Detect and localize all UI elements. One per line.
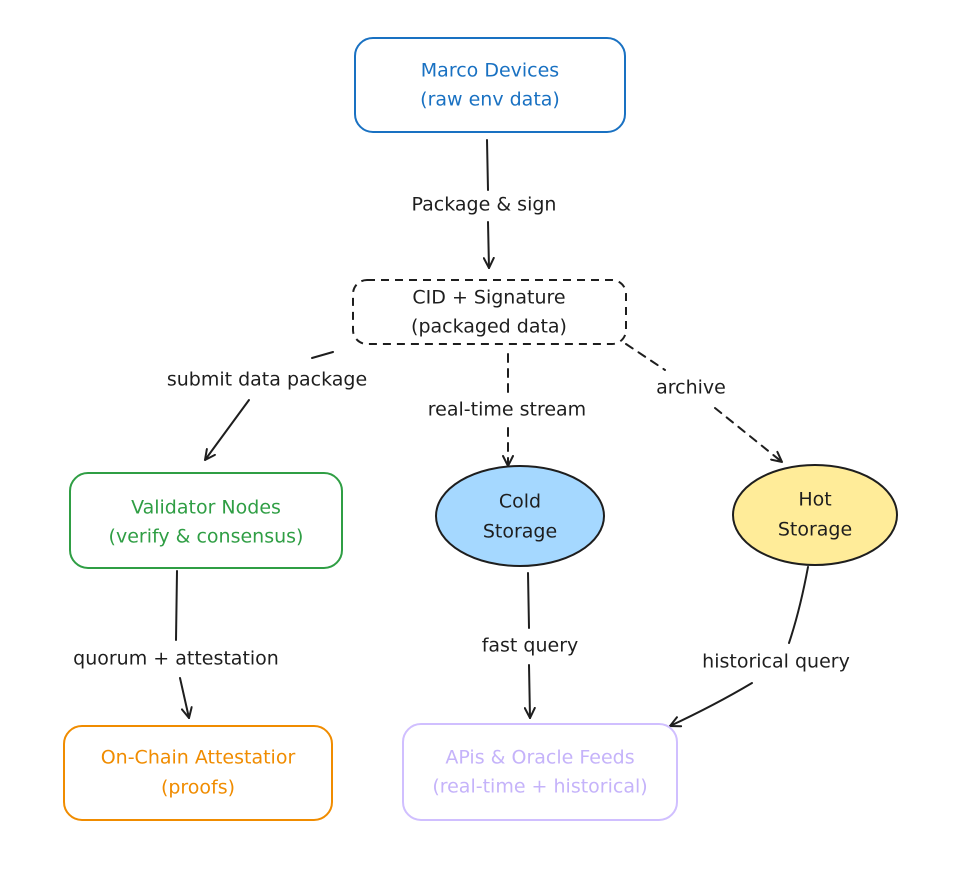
node-title: Marco Devices xyxy=(421,60,559,82)
edge-quorum[interactable] xyxy=(175,570,178,641)
edge-package-sign-tail xyxy=(488,221,489,268)
edge-submit[interactable] xyxy=(205,399,250,460)
edge-archive[interactable] xyxy=(625,343,666,371)
node-apis-oracle-feeds[interactable]: APis & Oracle Feeds (real-time + histori… xyxy=(402,723,678,821)
node-subtitle: (proofs) xyxy=(161,777,235,799)
node-on-chain-attestation[interactable]: On-Chain Attestatior (proofs) xyxy=(63,725,333,821)
edge-fast-tail xyxy=(529,664,530,718)
node-hot-storage[interactable]: Hot Storage xyxy=(732,464,898,566)
node-shape xyxy=(352,279,627,345)
labels-layer: Package & sign submit data package real-… xyxy=(73,194,850,673)
node-title: Validator Nodes xyxy=(131,497,281,519)
edge-label-archive: archive xyxy=(656,377,726,399)
node-shape xyxy=(63,725,333,821)
node-subtitle: (raw env data) xyxy=(420,89,560,111)
node-subtitle: (packaged data) xyxy=(411,316,567,338)
edge-label-package-sign: Package & sign xyxy=(412,194,557,216)
node-subtitle: Storage xyxy=(778,519,852,541)
node-title: APis & Oracle Feeds xyxy=(445,747,634,769)
edge-label-fast: fast query xyxy=(482,635,579,657)
edge-quorum-tail xyxy=(179,677,189,718)
node-title: Hot xyxy=(798,489,831,511)
edge-fast[interactable] xyxy=(527,572,530,629)
edge-label-quorum: quorum + attestation xyxy=(73,648,279,670)
node-cid-signature[interactable]: CID + Signature (packaged data) xyxy=(352,279,627,345)
node-cold-storage[interactable]: Cold Storage xyxy=(435,465,605,567)
node-validator-nodes[interactable]: Validator Nodes (verify & consensus) xyxy=(69,472,343,569)
node-subtitle: (real-time + historical) xyxy=(432,776,647,798)
node-shape xyxy=(69,472,343,569)
node-shape xyxy=(435,465,605,567)
edge-package-sign[interactable] xyxy=(486,139,489,191)
node-title: Cold xyxy=(499,491,541,513)
edge-label-historical: historical query xyxy=(702,651,850,673)
edge-historical[interactable] xyxy=(788,566,809,644)
edge-historical-tail xyxy=(670,682,753,726)
node-shape xyxy=(354,37,626,133)
edge-submit-head[interactable] xyxy=(311,351,334,359)
node-shape xyxy=(732,464,898,566)
edge-label-submit: submit data package xyxy=(167,369,367,391)
edge-archive-tail xyxy=(714,407,782,462)
node-subtitle: Storage xyxy=(483,521,557,543)
node-title: CID + Signature xyxy=(412,287,565,309)
node-marco-devices[interactable]: Marco Devices (raw env data) xyxy=(354,37,626,133)
edge-label-realtime: real-time stream xyxy=(428,399,586,421)
node-title: On-Chain Attestatior xyxy=(101,747,296,769)
node-shape xyxy=(402,723,678,821)
node-subtitle: (verify & consensus) xyxy=(109,526,304,548)
edges-layer xyxy=(175,139,809,726)
